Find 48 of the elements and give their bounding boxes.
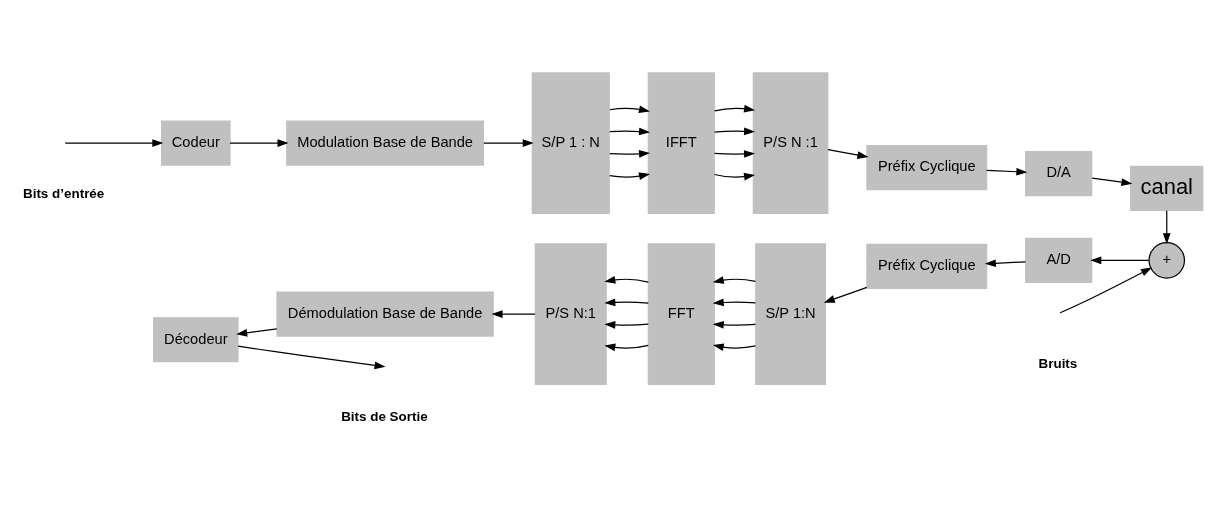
node-box: Décodeur [153, 317, 239, 363]
arrow [609, 127, 651, 136]
label: Bits de Sortie [341, 409, 428, 425]
arrow [609, 105, 650, 113]
node-box: Codeur [161, 120, 231, 166]
node-box: Préfix Cyclique [866, 144, 988, 191]
arrow [604, 276, 649, 284]
node-box: canal [1130, 165, 1204, 211]
node-box: P/S N:1 [534, 243, 607, 385]
label: Bruits [1038, 355, 1078, 371]
arrow [491, 310, 536, 318]
arrow [609, 172, 650, 180]
arrow [713, 150, 756, 158]
arrow [64, 139, 164, 147]
arrow [1162, 210, 1171, 245]
arrow [823, 286, 868, 303]
arrow [712, 321, 757, 329]
arrow [236, 328, 278, 337]
arrow [713, 127, 756, 136]
label: Bits d’entrée [22, 185, 105, 201]
arrow [984, 259, 1027, 268]
arrow [712, 276, 757, 284]
node-circle: + [1148, 242, 1186, 279]
arrow [1090, 256, 1150, 265]
node-box: IFFT [647, 72, 715, 214]
node-box: FFT [647, 243, 715, 385]
arrow [609, 149, 651, 158]
arrow [827, 149, 869, 159]
node-box: S/P 1:N [755, 243, 826, 385]
arrow [713, 172, 756, 181]
arrow [237, 345, 386, 370]
node-box: P/S N :1 [752, 72, 829, 214]
node-box: A/D [1025, 237, 1093, 283]
node-box: Démodulation Base de Bande [276, 291, 494, 337]
node-box: S/P 1 : N [531, 72, 610, 214]
node-box: D/A [1025, 151, 1093, 197]
arrow [713, 104, 756, 113]
arrow [712, 298, 757, 307]
arrow [1059, 267, 1152, 314]
arrow [986, 167, 1028, 176]
arrow [1091, 177, 1133, 186]
arrow [604, 298, 649, 307]
arrow [483, 139, 534, 147]
node-box: Modulation Base de Bande [286, 120, 485, 166]
arrow [604, 321, 649, 329]
arrow [229, 139, 289, 147]
arrow [712, 343, 757, 351]
arrow [604, 343, 649, 352]
